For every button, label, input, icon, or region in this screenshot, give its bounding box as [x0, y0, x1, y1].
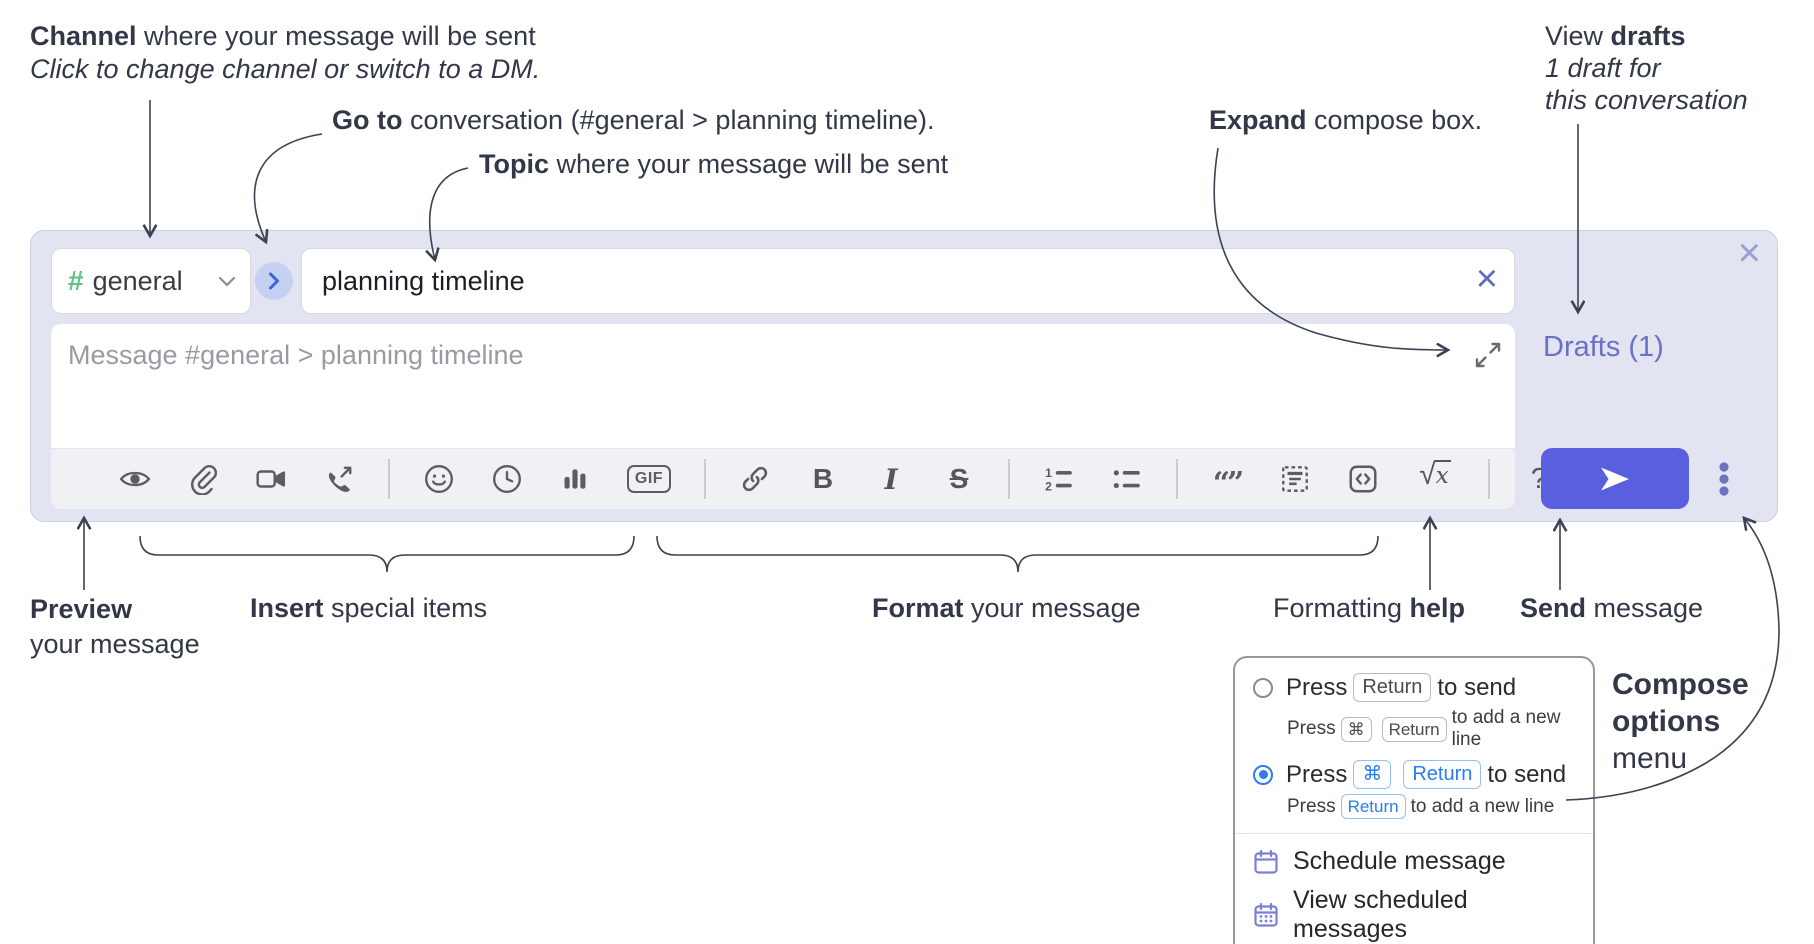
view-scheduled-calendar-icon [1254, 902, 1278, 927]
go-to-conversation-button[interactable] [255, 262, 293, 300]
svg-text:2: 2 [1045, 480, 1052, 494]
math-icon[interactable]: √ x [1419, 458, 1451, 491]
numbered-list-icon[interactable]: 1 2 [1040, 460, 1078, 498]
close-compose-icon[interactable]: × [1737, 231, 1761, 275]
code-icon[interactable] [1344, 460, 1382, 498]
compose-options-menu: Press Return to send Press ⌘ Return to a… [1233, 656, 1595, 944]
add-global-time-icon[interactable] [488, 460, 526, 498]
start-video-call-icon[interactable] [252, 460, 290, 498]
return-key: Return [1340, 794, 1406, 819]
format-brace [656, 535, 1379, 573]
toolbar-divider [704, 459, 706, 499]
goto-note: Go to conversation (#general > planning … [332, 105, 935, 135]
emoji-icon[interactable] [420, 460, 458, 498]
radio-unselected-icon[interactable] [1253, 677, 1273, 698]
channel-selector-button[interactable]: # general [51, 248, 251, 314]
send-note: Send message [1520, 593, 1704, 623]
preview-note: Preview your message [30, 594, 200, 659]
insert-note: Insert special items [250, 593, 488, 623]
add-poll-icon[interactable] [556, 460, 594, 498]
toolbar-divider [1008, 459, 1010, 499]
svg-text:1: 1 [1045, 466, 1052, 480]
view-scheduled-messages-item[interactable]: View scheduled messages [1235, 881, 1593, 944]
return-key: Return [1353, 673, 1432, 702]
bold-icon[interactable]: B [812, 463, 834, 494]
message-panel: GIF B I S 1 2 [51, 324, 1547, 509]
bulleted-list-icon[interactable] [1108, 460, 1146, 498]
return-key: Return [1403, 760, 1482, 789]
expand-compose-icon[interactable] [1475, 342, 1501, 368]
spoiler-icon[interactable] [1276, 460, 1314, 498]
cmd-enter-sends-option[interactable]: Press ⌘ Return to send [1235, 757, 1593, 792]
formatting-help-note: Formatting help [1273, 593, 1466, 623]
cmd-key: ⌘ [1353, 760, 1392, 789]
start-voice-call-icon[interactable] [320, 460, 358, 498]
message-input[interactable] [51, 324, 1515, 446]
attach-file-icon[interactable] [184, 460, 222, 498]
goto-arrow [253, 133, 323, 242]
topic-input[interactable] [302, 265, 1468, 297]
compose-options-menu-icon[interactable] [1710, 461, 1738, 497]
cmd-key: ⌘ [1340, 716, 1372, 742]
send-icon [1601, 467, 1629, 490]
schedule-calendar-icon [1254, 849, 1278, 874]
topic-input-box: × [301, 248, 1515, 314]
strikethrough-icon[interactable]: S [949, 463, 969, 494]
return-key: Return [1381, 716, 1447, 742]
enter-sends-option-subtext: Press ⌘ Return to add a new line [1287, 707, 1561, 750]
enter-sends-option[interactable]: Press Return to send [1235, 670, 1593, 705]
expand-note: Expand compose box. [1209, 105, 1483, 135]
chevron-down-icon [218, 276, 236, 286]
compose-options-note: Compose options menu [1612, 668, 1749, 775]
menu-divider [1235, 833, 1593, 834]
channel-name: general [92, 265, 183, 296]
drafts-link[interactable]: Drafts (1) [1543, 331, 1664, 363]
cmd-enter-sends-option-subtext: Press Return to add a new line [1235, 792, 1593, 825]
schedule-message-item[interactable]: Schedule message [1235, 842, 1593, 881]
topic-note: Topic where your message will be sent [479, 149, 949, 179]
toolbar-divider [1176, 459, 1178, 499]
channel-note: Channel where your message will be sent … [30, 21, 541, 84]
format-note: Format your message [872, 593, 1141, 623]
view-drafts-note: View drafts 1 draft for this conversatio… [1545, 21, 1748, 115]
add-gif-icon[interactable]: GIF [624, 460, 674, 498]
link-icon[interactable] [736, 460, 774, 498]
italic-icon[interactable]: I [884, 462, 898, 496]
send-button[interactable] [1541, 448, 1689, 509]
insert-brace [139, 535, 635, 573]
clear-topic-icon[interactable]: × [1475, 258, 1498, 300]
quote-icon[interactable]: “” [1212, 466, 1245, 501]
radio-selected-icon[interactable] [1253, 764, 1273, 785]
toolbar-divider [388, 459, 390, 499]
formatting-toolbar: GIF B I S 1 2 [51, 448, 1547, 509]
chevron-right-icon [269, 272, 279, 290]
toolbar-divider [1488, 459, 1490, 499]
channel-hash-icon: # [68, 265, 84, 296]
preview-eye-icon[interactable] [116, 460, 154, 498]
compose-box: × # general × [30, 230, 1778, 522]
